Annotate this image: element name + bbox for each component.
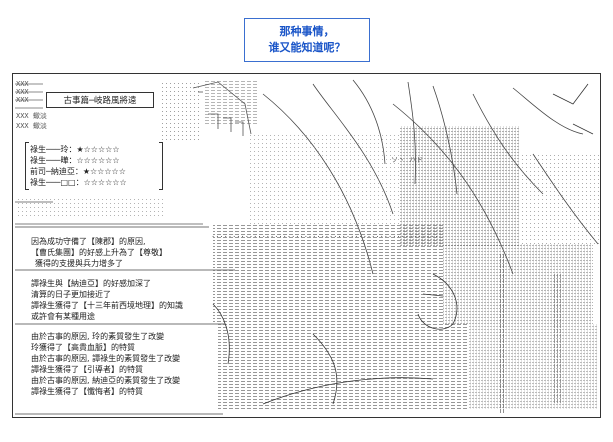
ascii-fragment: XXX bbox=[16, 88, 29, 96]
ascii-fragment: ソ丶 ハド bbox=[391, 156, 424, 164]
narration-line: 玲獲得了【高貴血脈】的特質 bbox=[31, 343, 135, 352]
ascii-fragment: XXX 蠍淡 bbox=[16, 122, 47, 130]
affinity-name: 祿生───□□ bbox=[30, 178, 76, 187]
narration-line: 譚祿生獲得了【十三年前西境地理】的知識 bbox=[31, 301, 183, 310]
manga-panel: XXX XXX XXX XXX 蠍淡 XXX 蠍淡 ソ丶 ハド ........… bbox=[12, 73, 601, 418]
affinity-bracket-left bbox=[25, 142, 29, 190]
narration-line: 由於古事的原因, 納迪亞的素質發生了改變 bbox=[31, 376, 181, 385]
narration-line: 【曹氏集團】的好感上升為了【尊敬】 bbox=[31, 248, 167, 257]
affinity-stars: ★☆☆☆☆☆ bbox=[82, 167, 126, 176]
ascii-art-illustration bbox=[15, 79, 599, 415]
ascii-fragment: ........................................… bbox=[211, 231, 439, 239]
narration-line: 譚祿生獲得了【引導者】的特質 bbox=[31, 365, 143, 374]
narration-line: 由於古事的原因, 玲的素質發生了改變 bbox=[31, 332, 165, 341]
affinity-name: 祿生───曄 bbox=[30, 156, 69, 165]
caption-line-1: 那种事情， bbox=[279, 25, 335, 38]
affinity-stars: ☆☆☆☆☆☆ bbox=[76, 156, 120, 165]
affinity-row: 祿生───□□：☆☆☆☆☆☆ bbox=[30, 178, 127, 187]
affinity-list: 祿生───玲：★☆☆☆☆☆ 祿生───曄：☆☆☆☆☆☆ 前司─納迪亞：★☆☆☆☆… bbox=[30, 144, 160, 188]
affinity-stars: ★☆☆☆☆☆ bbox=[76, 145, 120, 154]
affinity-row: 前司─納迪亞：★☆☆☆☆☆ bbox=[30, 167, 126, 176]
narration-line: 因為成功守備了【陳郡】的原因, bbox=[31, 237, 146, 246]
chapter-title: 古事篇─岐路風將遠 bbox=[46, 92, 154, 108]
narration-line: 獲得的支援與兵力增多了 bbox=[35, 259, 123, 268]
narration-line: 清算的日子更加接近了 bbox=[31, 290, 111, 299]
affinity-name: 祿生───玲 bbox=[30, 145, 69, 154]
caption-box: 那种事情， 谁又能知道呢？ bbox=[244, 18, 370, 62]
affinity-bracket-right bbox=[159, 142, 163, 190]
narration-line: 由於古事的原因, 譚祿生的素質發生了改變 bbox=[31, 354, 181, 363]
caption-line-2: 谁又能知道呢？ bbox=[268, 41, 346, 54]
ascii-fragment: XXX bbox=[16, 96, 29, 104]
narration-line: 譚祿生獲得了【懺悔者】的特質 bbox=[31, 387, 143, 396]
affinity-stars: ☆☆☆☆☆☆ bbox=[83, 178, 127, 187]
ascii-fragment: XXX 蠍淡 bbox=[16, 112, 47, 120]
affinity-name: 前司─納迪亞 bbox=[30, 167, 75, 176]
affinity-row: 祿生───玲：★☆☆☆☆☆ bbox=[30, 145, 120, 154]
narration-line: 或許會有某種用途 bbox=[31, 312, 95, 321]
ascii-fragment: XXX bbox=[16, 80, 29, 88]
affinity-row: 祿生───曄：☆☆☆☆☆☆ bbox=[30, 156, 120, 165]
narration-line: 譚祿生與【納迪亞】的好感加深了 bbox=[31, 279, 151, 288]
